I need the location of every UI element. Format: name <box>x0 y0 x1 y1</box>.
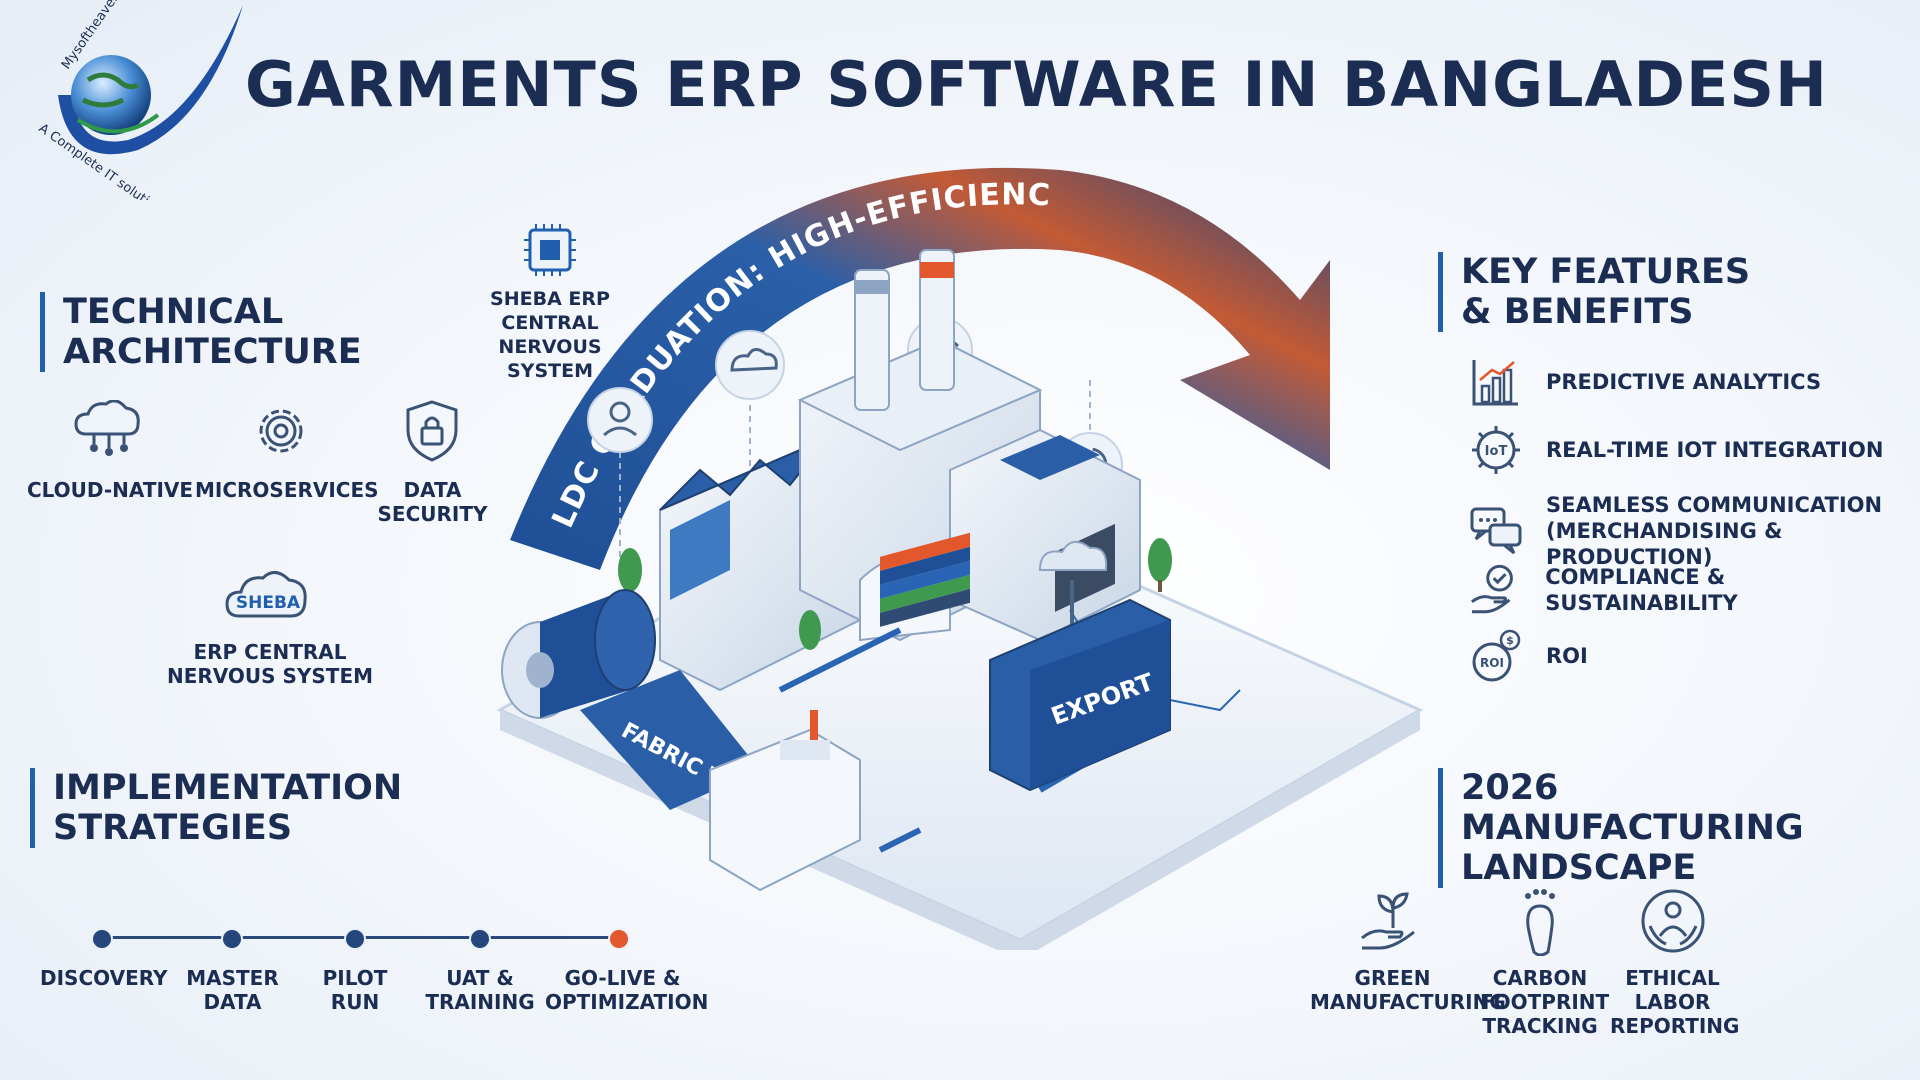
chat-icon <box>1470 507 1522 555</box>
footprint-icon <box>1525 889 1555 956</box>
timeline-dot-uat-training <box>469 928 491 950</box>
factory-illustration: LDC GRADUATION: HIGH-EFFICIENCY & TECHNO… <box>480 150 1424 950</box>
step-pilot-run-label: PILOT RUN <box>322 966 388 1014</box>
iot-integration-label: REAL-TIME IOT INTEGRATION <box>1546 438 1884 462</box>
sheba-badge-text: SHEBA <box>236 593 301 613</box>
hand-check-icon <box>1471 564 1513 614</box>
chip-icon <box>524 224 576 276</box>
svg-text:$: $ <box>1506 634 1514 647</box>
cloud-data-icon <box>715 330 785 400</box>
shield-lock-icon <box>406 400 458 462</box>
seamless-communication-label: SEAMLESS COMMUNICATION (MERCHANDISING & … <box>1546 493 1883 569</box>
bar-chart-icon <box>1472 360 1518 406</box>
feature-iot-integration: IoT REAL-TIME IOT INTEGRATION <box>1468 422 1883 478</box>
company-logo: Mysoftheaven A Complete IT solution <box>36 0 243 200</box>
timeline-dot-pilot-run <box>344 928 366 950</box>
step-uat-training-label: UAT & TRAINING <box>425 966 535 1014</box>
iot-icon: IoT <box>1472 426 1520 474</box>
garment-stack <box>880 532 970 627</box>
step-discovery-label: DISCOVERY <box>40 966 168 990</box>
timeline-dot-discovery <box>91 928 113 950</box>
sheba-central-label: SHEBA ERP CENTRAL NERVOUS SYSTEM <box>490 288 610 382</box>
people-circle-icon <box>1641 889 1705 953</box>
timeline-dot-master-data <box>221 928 243 950</box>
svg-text:ROI: ROI <box>1480 656 1504 670</box>
implementation-strategies-heading: IMPLEMENTATION STRATEGIES <box>30 768 413 848</box>
step-go-live-label: GO-LIVE & OPTIMIZATION <box>545 966 709 1014</box>
cloud-network-icon <box>74 400 140 456</box>
feature-seamless-communication: SEAMLESS COMMUNICATION (MERCHANDISING & … <box>1468 492 1906 570</box>
ethical-labor-label: ETHICAL LABOR REPORTING <box>1610 966 1740 1038</box>
microservices-label: MICROSERVICES <box>195 478 379 502</box>
sheba-cloud-badge: SHEBA <box>225 571 307 618</box>
predictive-analytics-label: PREDICTIVE ANALYTICS <box>1546 370 1822 394</box>
technical-architecture-heading: TECHNICAL ARCHITECTURE <box>40 292 383 372</box>
carbon-footprint-label: CARBON FOOTPRINT TRACKING <box>1480 966 1610 1038</box>
key-features-heading: KEY FEATURES & BENEFITS <box>1438 252 1781 332</box>
page-title: GARMENTS ERP SOFTWARE IN BANGLADESH <box>245 48 1828 121</box>
svg-text:IoT: IoT <box>1485 444 1508 459</box>
green-manufacturing-label: GREEN MANUFACTURING <box>1310 966 1506 1014</box>
roi-label: ROI <box>1546 644 1588 668</box>
compliance-sustainability-label: COMPLIANCE & SUSTAINABILITY <box>1545 565 1738 615</box>
step-master-data-label: MASTER DATA <box>186 966 279 1014</box>
ldc-graduation-arc-arrow <box>510 167 1330 570</box>
data-security-label: DATA SECURITY <box>377 478 488 526</box>
plant-hand-icon <box>1361 892 1415 950</box>
timeline-dot-go-live <box>608 928 630 950</box>
erp-central-nervous-system-label: ERP CENTRAL NERVOUS SYSTEM <box>166 640 374 688</box>
gear-icon <box>259 409 303 453</box>
feature-predictive-analytics: PREDICTIVE ANALYTICS <box>1468 354 1821 410</box>
feature-roi: ROI $ ROI <box>1468 628 1588 684</box>
cloud-native-label: CLOUD-NATIVE <box>26 478 194 502</box>
feature-compliance-sustainability: COMPLIANCE & SUSTAINABILITY <box>1468 562 1920 618</box>
manufacturing-landscape-heading: 2026 MANUFACTURING LANDSCAPE <box>1438 768 1881 888</box>
roi-icon: ROI $ <box>1472 629 1521 682</box>
